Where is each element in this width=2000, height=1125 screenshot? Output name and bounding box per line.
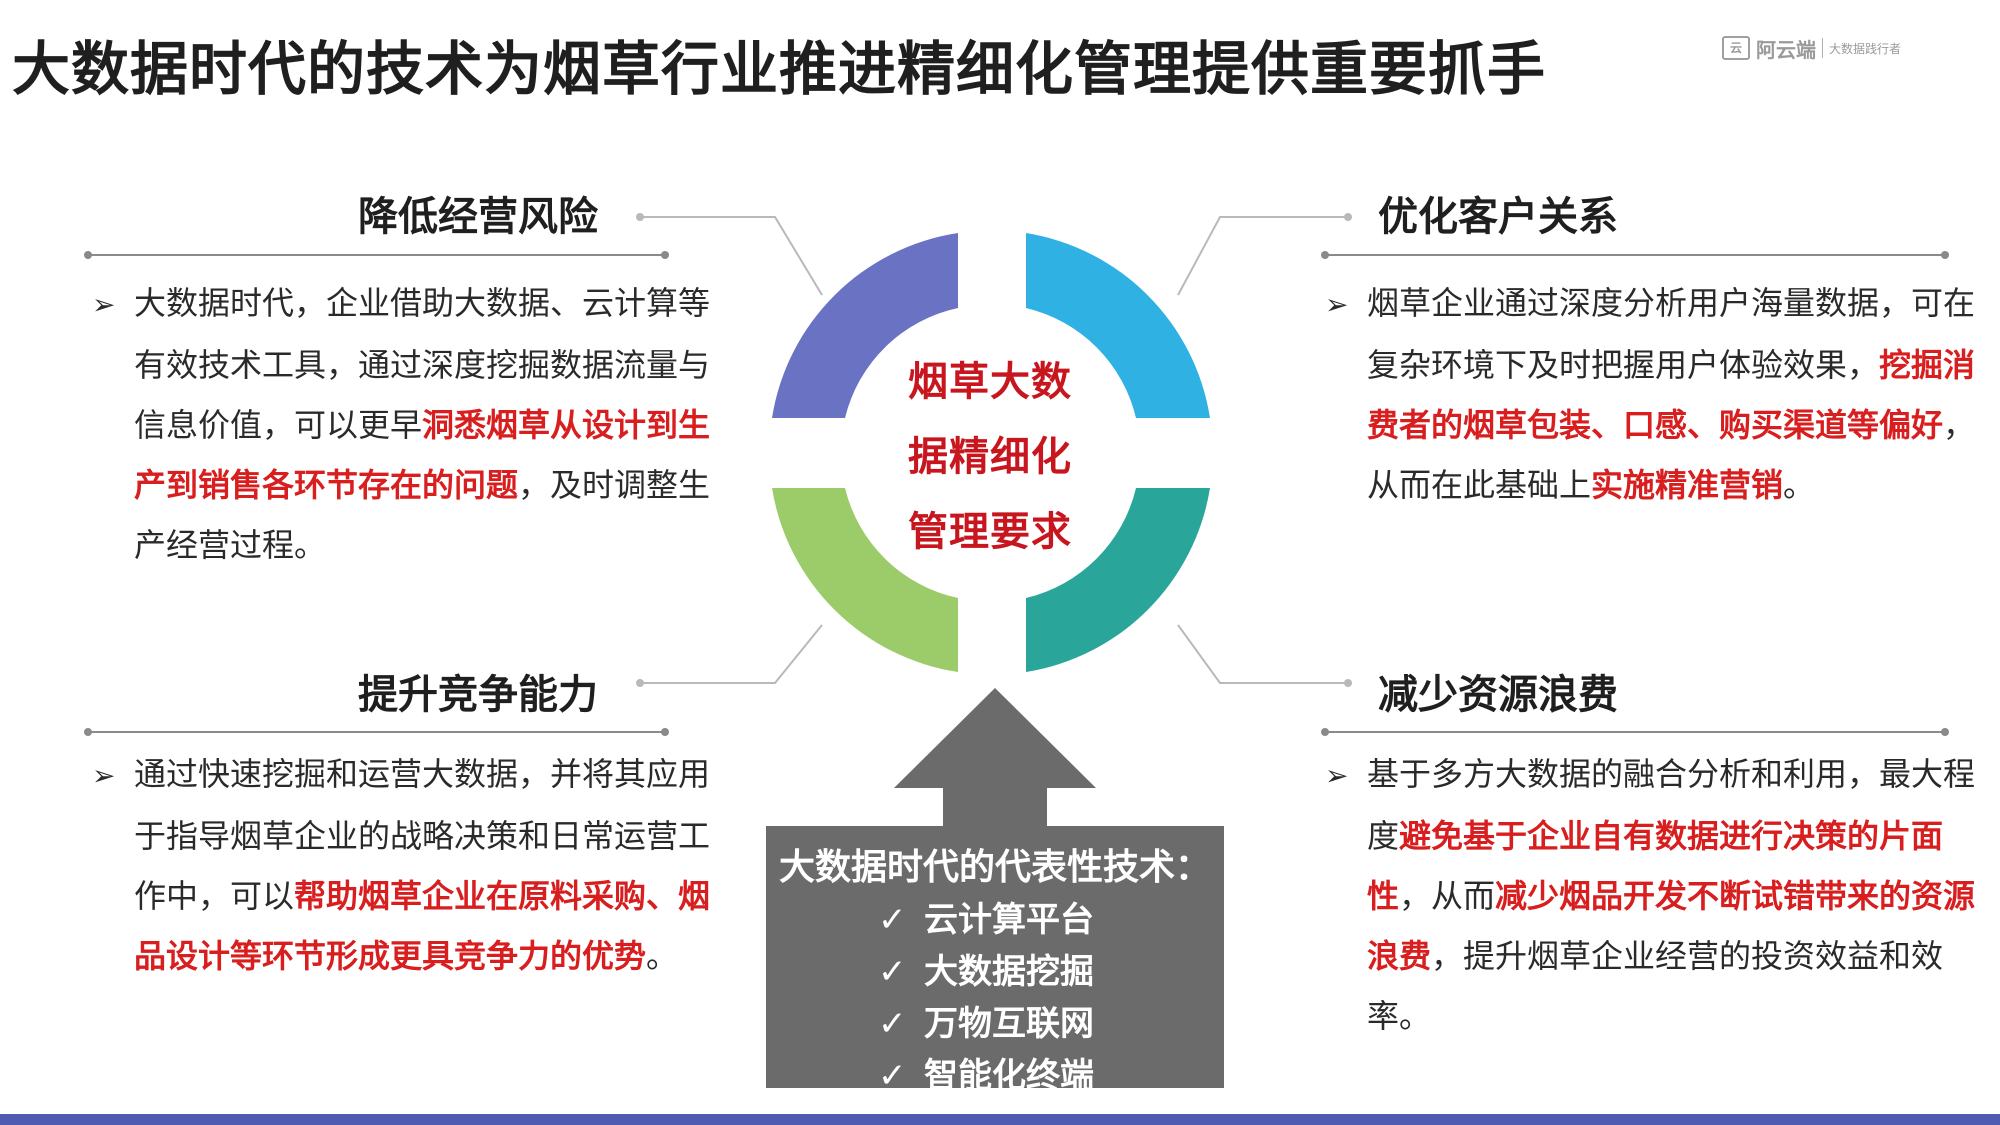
underline-end-dots xyxy=(84,251,1949,736)
heading-reduce-risk: 降低经营风险 xyxy=(358,194,598,240)
center-label-line-1: 烟草大数 xyxy=(908,359,1072,405)
connector-bottom-right xyxy=(1177,624,1348,684)
tech-item: ✓云计算平台 xyxy=(878,900,1094,940)
center-label: 烟草大数 据精细化 管理要求 xyxy=(890,345,1090,570)
bottom-accent-bar xyxy=(0,1114,2000,1125)
arrow-bullet-icon: ➢ xyxy=(1325,759,1349,792)
quadrant-bottom-right xyxy=(1026,488,1210,672)
logo-mark-icon: 云 xyxy=(1722,36,1750,60)
check-icon: ✓ xyxy=(878,1056,907,1096)
paragraph-improve-competitiveness: ➢通过快速挖掘和运营大数据，并将其应用于指导烟草企业的战略决策和日常运营工作中，… xyxy=(92,744,726,986)
arrow-bullet-icon: ➢ xyxy=(1325,288,1349,321)
tech-box: 大数据时代的代表性技术： ✓云计算平台 ✓大数据挖掘 ✓万物互联网 ✓智能化终端 xyxy=(766,826,1224,1096)
tech-item: ✓智能化终端 xyxy=(878,1056,1094,1096)
heading-underlines xyxy=(88,254,1945,733)
logo-divider xyxy=(1822,38,1823,58)
paragraph-reduce-waste: ➢基于多方大数据的融合分析和利用，最大程度避免基于企业自有数据进行决策的片面性，… xyxy=(1325,744,1977,1046)
tech-item: ✓大数据挖掘 xyxy=(878,952,1094,992)
connector-lines xyxy=(640,216,1348,684)
quadrant-bottom-left xyxy=(772,488,958,672)
up-arrow-icon xyxy=(894,688,1096,826)
tech-item: ✓万物互联网 xyxy=(878,1004,1094,1044)
paragraph-optimize-customer: ➢烟草企业通过深度分析用户海量数据，可在复杂环境下及时把握用户体验效果，挖掘消费… xyxy=(1325,273,1977,515)
quadrant-top-left xyxy=(772,233,958,418)
connector-top-left xyxy=(640,216,823,296)
heading-improve-competitiveness: 提升竞争能力 xyxy=(358,672,598,718)
heading-reduce-waste: 减少资源浪费 xyxy=(1378,672,1618,718)
center-label-line-2: 据精细化 xyxy=(908,434,1072,480)
quadrant-top-right xyxy=(1026,233,1210,418)
connector-top-right xyxy=(1177,216,1348,296)
logo-name: 阿云端 xyxy=(1756,37,1816,62)
heading-optimize-customer: 优化客户关系 xyxy=(1378,194,1618,240)
center-label-line-3: 管理要求 xyxy=(908,509,1072,555)
logo-tagline: 大数据践行者 xyxy=(1829,41,1902,56)
slide-title: 大数据时代的技术为烟草行业推进精细化管理提供重要抓手 xyxy=(12,35,1547,103)
check-icon: ✓ xyxy=(878,952,907,992)
paragraph-reduce-risk: ➢大数据时代，企业借助大数据、云计算等有效技术工具，通过深度挖掘数据流量与信息价… xyxy=(92,273,726,575)
brand-logo: 云 阿云端 大数据践行者 xyxy=(1722,34,1922,62)
connector-bottom-left xyxy=(640,624,823,684)
arrow-bullet-icon: ➢ xyxy=(92,759,116,792)
check-icon: ✓ xyxy=(878,900,907,940)
arrow-bullet-icon: ➢ xyxy=(92,288,116,321)
connector-dots xyxy=(636,213,1352,687)
check-icon: ✓ xyxy=(878,1004,907,1044)
tech-box-title: 大数据时代的代表性技术： xyxy=(778,847,1211,888)
